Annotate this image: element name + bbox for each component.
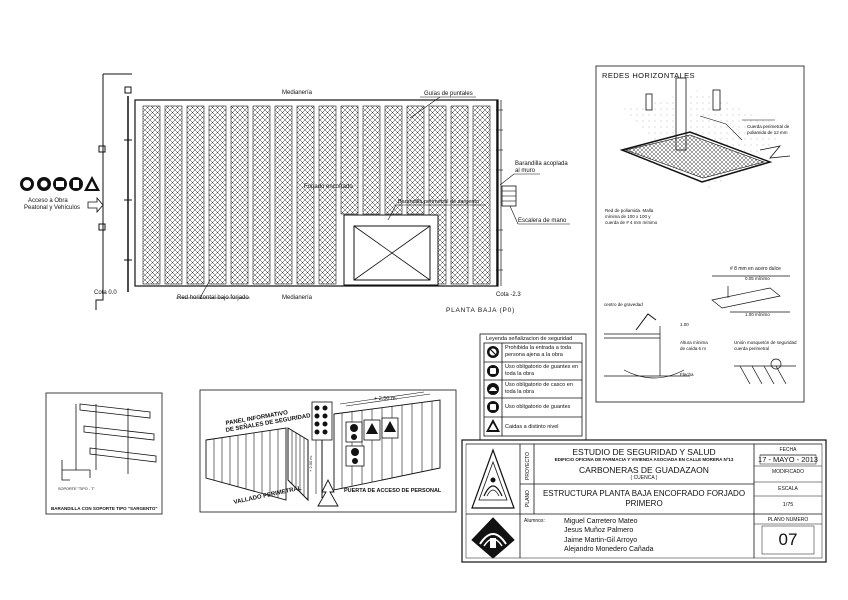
legend-row-1: Uso obligatorio de guantes en toda la ob… [505, 364, 581, 377]
centro-label: centro de gravedad [604, 302, 643, 307]
guias-label: Guías de puntales [424, 91, 473, 97]
modificado-label: MODIFICADO [772, 469, 804, 475]
alumno-0: Miguel Carretero Mateo [564, 518, 638, 525]
project-province: ( CUENCA ) [630, 475, 658, 481]
project-location: CARBONERAS DE GUADAZAON [579, 465, 709, 475]
project-subtitle: EDIFICIO OFICINA DE FARMACIA Y VIVIENDA … [554, 457, 734, 462]
legend-row-3: Uso obligatorio de guantes [505, 404, 581, 411]
legend-row-text: Caidas a distinto nivel [505, 424, 559, 430]
dim-100b-label: 1.00 [680, 322, 689, 327]
titleblock-labels: PROYECTO PLANO [525, 452, 531, 507]
union-label-2: cuerda perimetral [734, 346, 769, 351]
redes-labels: REDES HORIZONTALES Cuerda perimetral de … [602, 71, 797, 377]
union-label-1: Unión mosquetón de seguridad [734, 340, 797, 345]
site-boundary [95, 74, 104, 310]
cuerda-label-1: Cuerda perimetral de [747, 124, 790, 129]
legend-row-text: Uso obligatorio de casco en toda la obra [505, 382, 573, 395]
puerta-label: PUERTA DE ACCESO DE PERSONAL [344, 488, 442, 494]
barandilla-acoplada-label-2: al muro [515, 168, 536, 174]
proyecto-label: PROYECTO [525, 452, 531, 480]
flecha-label: Flecha [680, 372, 694, 377]
dim-005-label: 0.05 mínimo [745, 276, 770, 281]
entry-arrow-icon [317, 478, 339, 507]
barandilla-perimetral-label: Barandilla perimetral de sargento [398, 199, 479, 205]
barandilla-labels: BARANDILLA CON SOPORTE TIPO "SARGENTO" S… [51, 487, 158, 511]
planta-title: PLANTA BAJA (P0) [446, 307, 515, 314]
vallado-labels: PANEL INFORMATIVO DE SEÑALES DE SEGURIDA… [225, 396, 442, 506]
redes-title: REDES HORIZONTALES [602, 71, 695, 80]
alumno-1: Jesus Muñoz Palmero [564, 527, 634, 534]
alumnos-label: Alumnos: [524, 518, 545, 524]
fecha-value: 17 - MAYO - 2013 [758, 455, 818, 464]
project-title: ESTUDIO DE SEGURIDAD Y SALUD [572, 447, 716, 457]
title-block-frame [461, 439, 827, 563]
plano-title-2: PRIMERO [625, 499, 663, 508]
dim-100a-label: 1.00 mínimo [745, 312, 770, 317]
legend-row-text: Uso obligatorio de guantes [505, 404, 571, 410]
escala-label: ESCALA [778, 486, 798, 492]
escala-value: 1/75 [782, 502, 794, 508]
forjado-label: Forjado encofrado [304, 184, 353, 190]
plan-labels: Medianería Medianería Guías de puntales … [24, 90, 568, 314]
soporte-label: SOPORTE "TIPO - T" [58, 487, 95, 491]
red-label-3: cuerda de # 4 mm mínimo [605, 220, 658, 225]
legend-title: Leyenda señalizacion de seguridad [486, 336, 572, 342]
university-logo [471, 517, 515, 559]
red-label-2: mínima de 100 x 100 y [605, 214, 651, 219]
escalera-label: Escalera de mano [518, 218, 567, 224]
legend-row-4: Caidas a distinto nivel [505, 424, 581, 431]
legend-row-text: Uso obligatorio de guantes en toda la ob… [505, 364, 579, 377]
legend-frame [479, 333, 587, 441]
altura-label-2: de caída 6 m [680, 346, 706, 351]
barandilla-acoplada-label-1: Barandilla acoplada [515, 161, 568, 167]
access-signs [20, 176, 100, 191]
slab-opening [343, 214, 439, 286]
varilla-label: # 8 mm en acero dulce [730, 266, 781, 272]
dim-label: + 2.50 m. [374, 396, 398, 402]
cota-2-label: Cota -2.3 [496, 292, 521, 298]
redes-panel [595, 65, 805, 403]
alumno-3: Alejandro Monedero Cañada [564, 546, 654, 553]
barandilla-panel [45, 392, 163, 515]
access-arrow-icon [87, 196, 104, 214]
cuerda-label-2: poliamida de 12 mm [747, 130, 788, 135]
altura-label-1: Altura mínima [680, 340, 708, 345]
plano-num-label: PLANO NUMERO [767, 517, 809, 523]
acceso-label-1: Acceso a Obra [28, 198, 68, 204]
legend-labels: Leyenda señalizacion de seguridad [486, 336, 572, 342]
floor-plan [87, 73, 570, 310]
legend-row-2: Uso obligatorio de casco en toda la obra [505, 382, 581, 395]
mediania-bottom-label: Medianería [282, 295, 313, 301]
red-label: Red horizontal bajo forjado [177, 295, 249, 301]
plano-label: PLANO [525, 490, 531, 507]
alumno-2: Jaime Martin-Gil Arroyo [564, 537, 638, 544]
forjado-strips [142, 105, 491, 285]
cota-0-label: Cota 0.0 [94, 290, 117, 296]
slab-outline [134, 99, 499, 287]
school-logo [471, 448, 515, 509]
acceso-label-2: Peatonal y Vehículos [24, 205, 80, 211]
legend-row-text: Prohibida la entrada a toda persona ajen… [505, 345, 572, 358]
plano-num-value: 07 [778, 530, 798, 549]
mediania-top-label: Medianería [282, 90, 313, 96]
plano-title-1: ESTRUCTURA PLANTA BAJA ENCOFRADO FORJADO [542, 489, 746, 498]
legend-row-0: Prohibida la entrada a toda persona ajen… [505, 345, 581, 358]
red-label-1: Red de poliamida. Malla [605, 208, 654, 213]
barandilla-caption: BARANDILLA CON SOPORTE TIPO "SARGENTO" [51, 506, 158, 511]
safety-net [624, 134, 766, 179]
fecha-label: FECHA [779, 447, 797, 453]
vallado-panel [199, 389, 457, 513]
dim-v-label: + 2.00 m. [308, 455, 313, 472]
